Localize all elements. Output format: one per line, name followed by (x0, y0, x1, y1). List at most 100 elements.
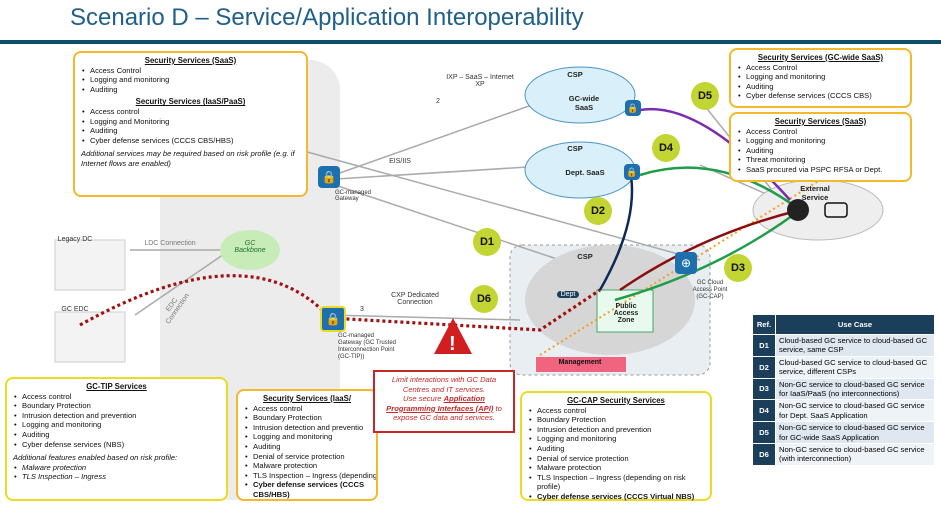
management-box (536, 357, 626, 372)
management-label: Management (558, 359, 602, 366)
dept-label: Dept (557, 291, 579, 298)
risk-note: Additional services may be required base… (81, 149, 295, 168)
cxp-label: CXP Dedicated Connection (391, 292, 439, 306)
gc-edc-label: GC EDC (61, 306, 89, 313)
security-services-saas-iaas-box: Security Services (SaaS) Access Control … (73, 51, 308, 197)
table-cell-ref: D4 (752, 399, 776, 423)
csp-label-1: CSP (567, 70, 583, 79)
list-item: Intrusion detection and prevention (14, 411, 220, 421)
saas-title: Security Services (SaaS) (144, 56, 237, 65)
list-item: Logging and monitoring (738, 136, 904, 146)
security-services-gc-wide-saas-box: Security Services (GC-wide SaaS) Access … (729, 48, 912, 108)
warning-triangle (434, 318, 472, 354)
badge-d4: D4 (652, 134, 680, 162)
list-item: Intrusion detection and preventio (245, 423, 370, 433)
list-item: Cyber defense services (CCCS CBS) (738, 91, 904, 101)
gc-wide-saas-label: GC-wide SaaS (568, 94, 600, 112)
table-cell-ref: D2 (752, 355, 776, 379)
badge-d5: D5 (691, 82, 719, 110)
warning-line1: Limit interactions with GC Data Centres … (391, 375, 497, 394)
table-cell-ref: D1 (752, 334, 776, 357)
legacy-dc-label: Legacy DC (57, 236, 93, 243)
list-item: TLS Inspection – Ingress (depending on r… (529, 473, 704, 492)
public-access-zone-label: Public Access Zone (613, 303, 639, 324)
table-cell-use-case: Cloud-based GC service to cloud-based GC… (775, 355, 935, 379)
iaas-bottom-title: Security Services (IaaS/ (263, 394, 351, 403)
list-item: Malware protection (529, 463, 704, 473)
list-item: Auditing (738, 146, 904, 156)
list-item: Threat monitoring (738, 155, 904, 165)
list-item: Cyber defense services (CCCS Virtual NBS… (529, 492, 704, 502)
external-server (824, 202, 848, 218)
badge-d6: D6 (470, 285, 498, 313)
list-item: Access Control (82, 66, 300, 76)
gc-tip-note: Additional features enabled based on ris… (13, 453, 178, 463)
csp-label-3: CSP (577, 252, 593, 261)
path-d6 (79, 274, 601, 332)
gc-backbone-label: GC Backbone (234, 240, 266, 254)
list-item: Boundary Protection (245, 413, 370, 423)
path-d4 (639, 166, 801, 212)
list-item: Access Control (738, 127, 904, 137)
ixp-label: IXP – SaaS – Internet XP (446, 74, 514, 88)
list-item: Cyber defense services (NBS) (14, 440, 220, 450)
warning-line2: Use secure (403, 394, 442, 404)
table-cell-ref: D3 (752, 377, 776, 401)
table-cell-use-case: Non-GC service to cloud-based GC service… (775, 399, 935, 423)
list-item: Logging and monitoring (14, 420, 220, 430)
gc-cap-security-services-box: GC-CAP Security Services Access control … (520, 391, 712, 501)
dept-saas-icon: 🔒 (624, 164, 640, 180)
svg-text:!: ! (449, 333, 456, 355)
list-item: Cyber defense services (CCCS CBS/HBS) (245, 480, 370, 499)
list-item: Cyber defense services (CCCS CBS/HBS) (82, 136, 300, 146)
security-services-saas-right-box: Security Services (SaaS) Access Control … (729, 112, 912, 182)
table-cell-use-case: Non-GC service to cloud-based GC service… (775, 421, 935, 445)
list-item: Access control (245, 404, 370, 414)
gateway-lock-icon: 🔒 (318, 166, 340, 188)
n2-label: 2 (436, 98, 440, 105)
list-item: Auditing (82, 126, 300, 136)
gc-cap-globe-icon: ⊕ (675, 252, 697, 274)
api-link[interactable]: Application Programming Interfaces (API) (386, 394, 494, 413)
badge-d2: D2 (584, 197, 612, 225)
list-item: Auditing (245, 442, 370, 452)
gc-wide-saas-icon: 🔒 (625, 100, 641, 116)
iaas-title: Security Services (IaaS/PaaS) (135, 97, 246, 107)
gc-wide-title: Security Services (GC-wide SaaS) (757, 53, 884, 62)
table-header-use-case: Use Case (775, 314, 935, 335)
list-item: Access control (14, 392, 220, 402)
n3-label: 3 (360, 306, 364, 313)
list-item: TLS Inspection – Ingress (depending on r… (245, 471, 376, 481)
list-item: Denial of service protection (245, 452, 370, 462)
list-item: Auditing (529, 444, 704, 454)
badge-d3: D3 (724, 254, 752, 282)
list-item: Boundary Protection (529, 415, 704, 425)
list-item: Intrusion detection and prevention (529, 425, 704, 435)
list-item: Auditing (738, 82, 904, 92)
table-cell-use-case: Non-GC service to cloud-based GC service… (775, 443, 935, 466)
list-item: Malware protection (245, 461, 370, 471)
list-item: Logging and monitoring (738, 72, 904, 82)
list-item: Auditing (14, 430, 220, 440)
saas-right-title: Security Services (SaaS) (774, 117, 867, 126)
path-dark-red (619, 208, 801, 292)
list-item: Logging and Monitoring (82, 117, 300, 127)
list-item: Logging and monitoring (529, 434, 704, 444)
dept-saas-label: Dept. SaaS (565, 168, 605, 177)
eis-label: EIS/IIS (389, 158, 411, 165)
path-d1 (598, 169, 634, 291)
list-item: Denial of service protection (529, 454, 704, 464)
list-item: Access control (529, 406, 704, 416)
table-cell-ref: D6 (752, 443, 776, 466)
list-item: Auditing (82, 85, 300, 95)
tip-gateway-label: GC-managed Gateway (GC Trusted Interconn… (338, 333, 397, 360)
list-item: Logging and monitoring (82, 75, 300, 85)
table-cell-use-case: Non-GC service to cloud-based GC service… (775, 377, 935, 401)
gc-cap-title: GC-CAP Security Services (567, 396, 665, 405)
